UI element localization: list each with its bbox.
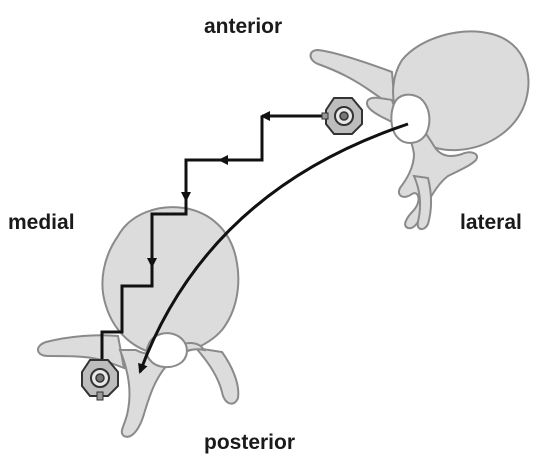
pedicle-screw-icon [322,98,362,134]
lower-vertebra [38,207,238,437]
upper-spinal-canal [391,95,429,143]
medial-label: medial [8,212,75,233]
lateral-label: lateral [460,212,522,233]
lower-right-transverse-process [196,348,238,404]
pedicle-screw-icon [82,360,118,400]
anterior-label: anterior [204,16,282,37]
stepped-path-segment-2 [220,116,262,160]
stepped-path-segment-3 [186,160,220,200]
posterior-label: posterior [204,432,295,453]
